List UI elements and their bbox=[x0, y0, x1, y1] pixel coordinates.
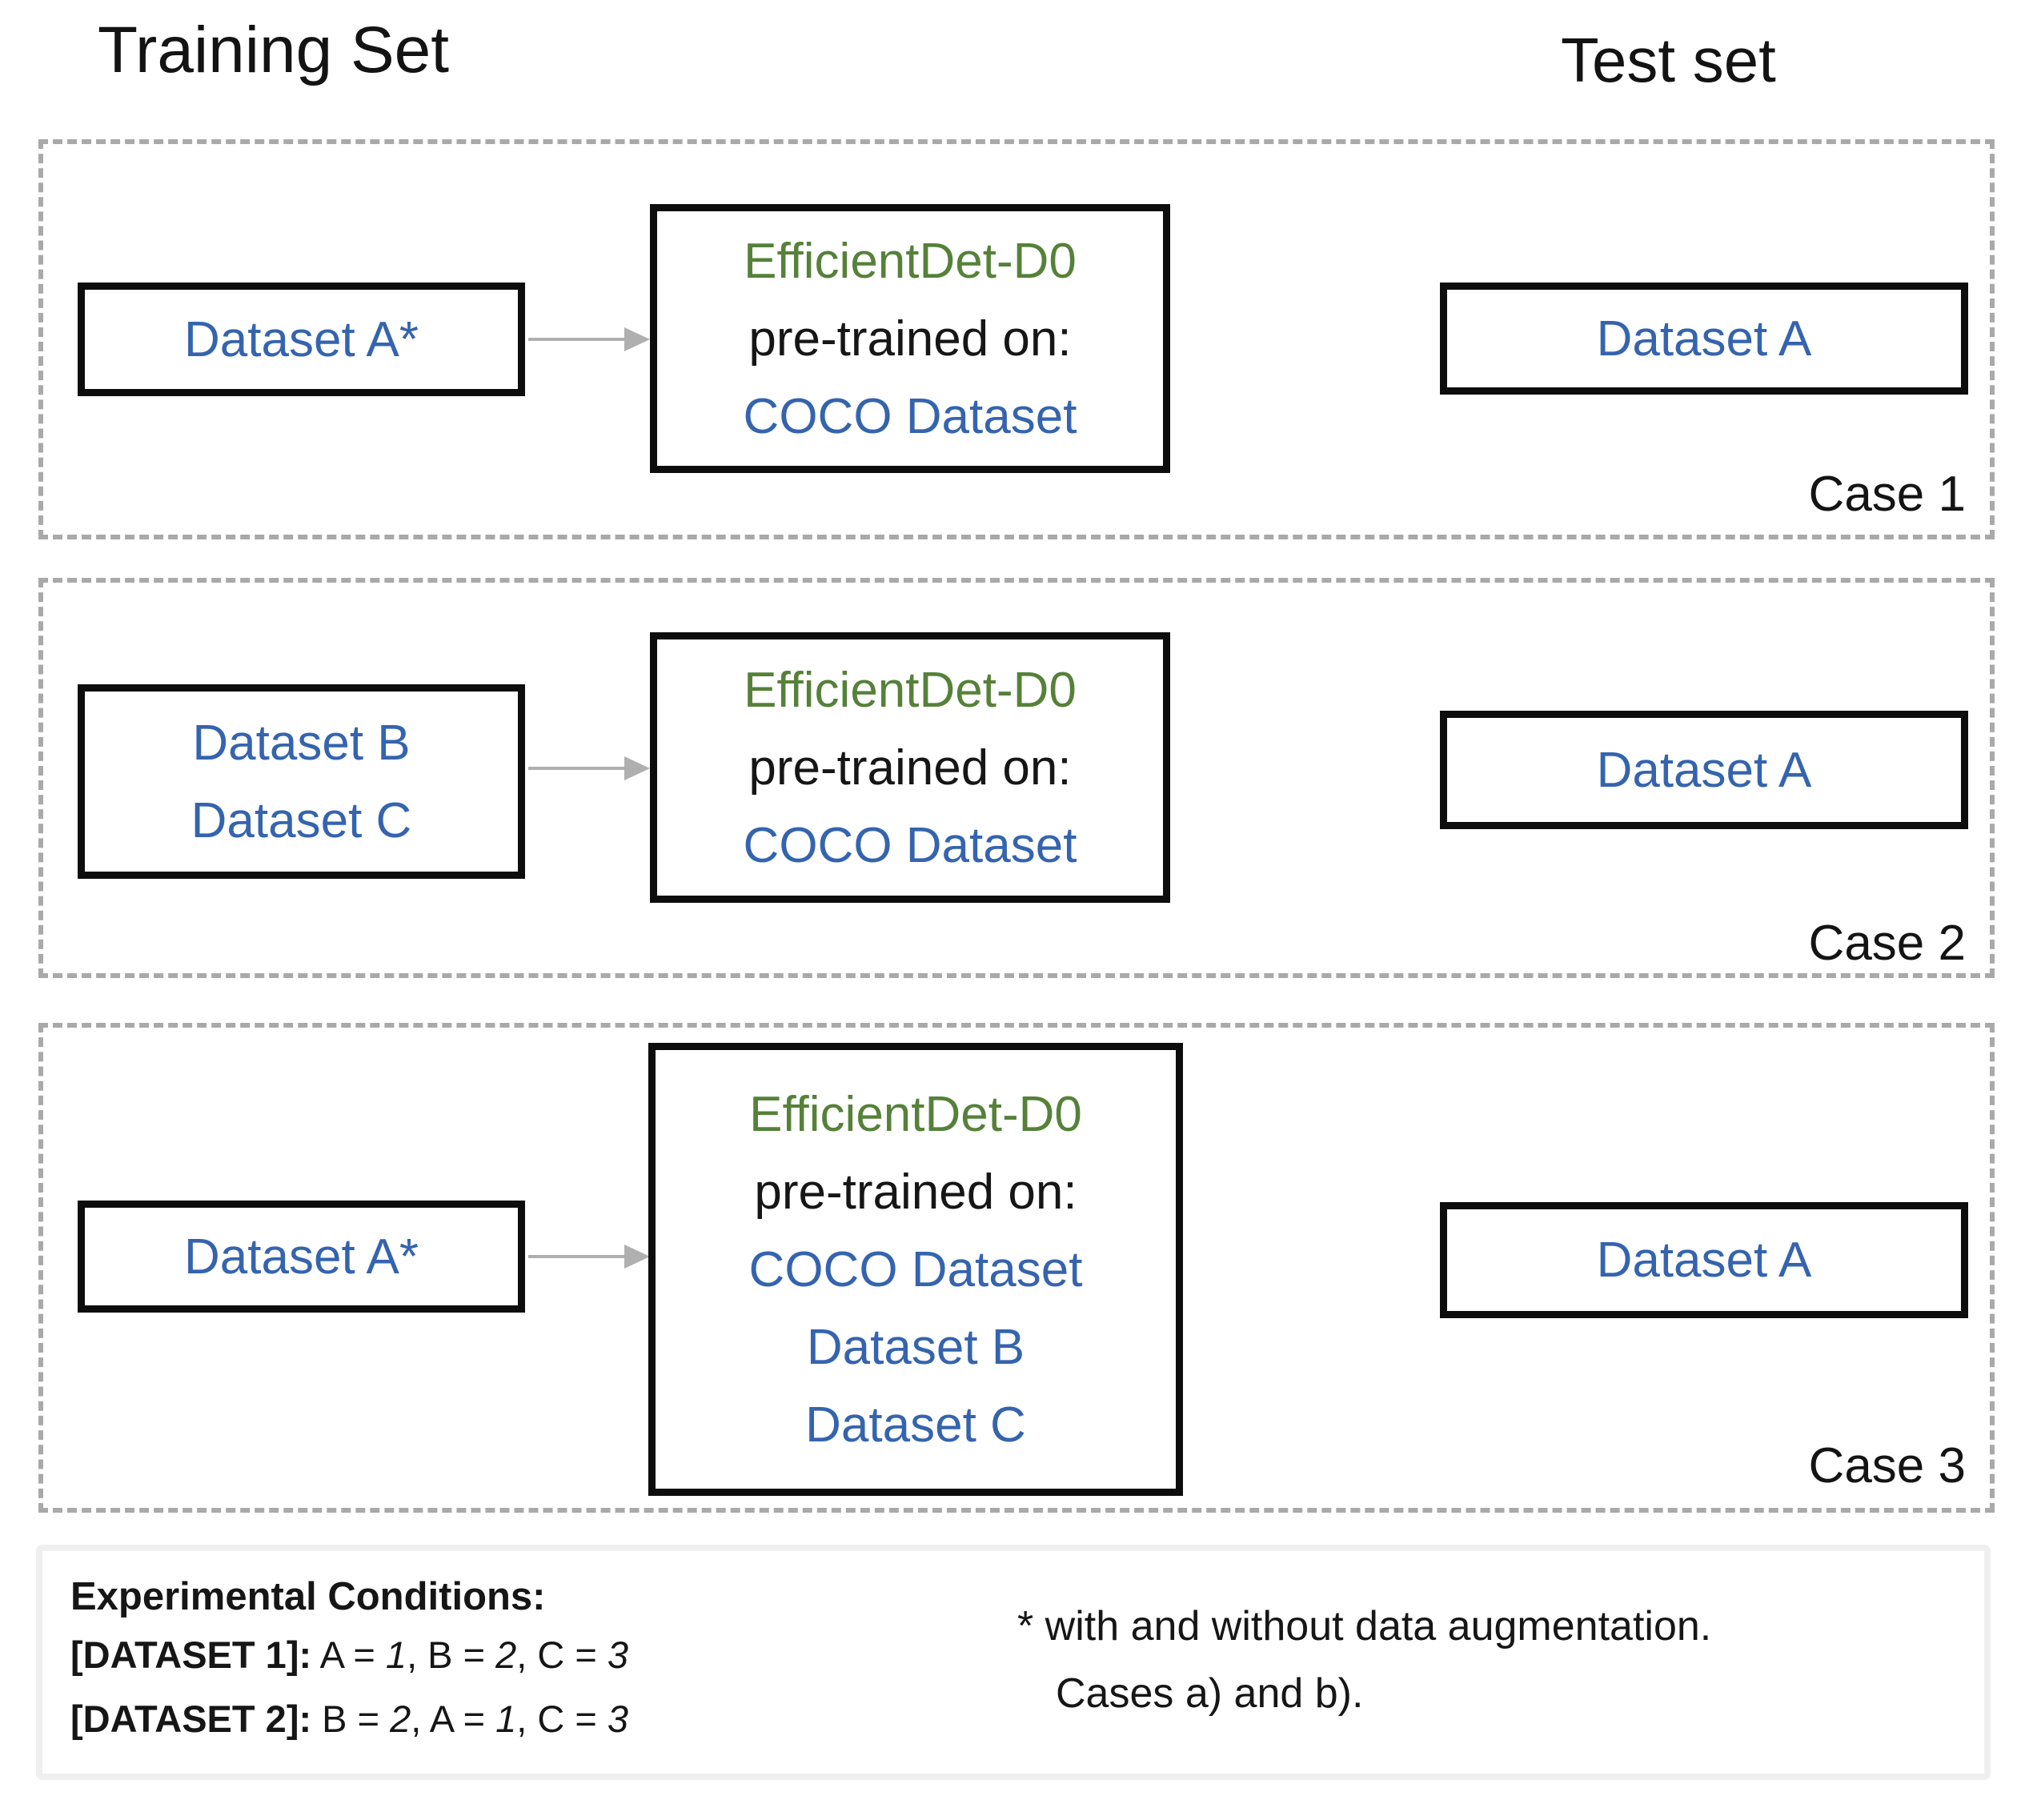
condition-part: 3 bbox=[607, 1698, 628, 1740]
dataset-1-label: [DATASET 1]: bbox=[70, 1634, 312, 1676]
arrow-right-icon bbox=[528, 327, 650, 351]
box-line: Dataset C bbox=[190, 792, 412, 848]
condition-part: , C = bbox=[516, 1634, 608, 1676]
augmentation-note-line: Cases a) and b). bbox=[1056, 1670, 1364, 1717]
condition-part: 1 bbox=[385, 1634, 407, 1676]
case-2-model-box: EfficientDet-D0 pre-trained on: COCO Dat… bbox=[650, 632, 1170, 903]
model-box-line: COCO Dataset bbox=[743, 817, 1077, 873]
augmentation-note-line: * with and without data augmentation. bbox=[1017, 1603, 1712, 1650]
experimental-conditions: Experimental Conditions: [DATASET 1]: A … bbox=[70, 1570, 628, 1751]
model-box-line: pre-trained on: bbox=[748, 311, 1072, 367]
arrow-right-icon bbox=[528, 1245, 650, 1269]
case-1-label: Case 1 bbox=[1808, 467, 1966, 522]
condition-part: , A = bbox=[411, 1698, 496, 1740]
case-1-test-box: Dataset A bbox=[1440, 283, 1968, 395]
case-1-training-box: Dataset A* bbox=[78, 283, 525, 396]
case-1-arrow bbox=[528, 323, 650, 355]
case-2-test-box: Dataset A bbox=[1440, 711, 1968, 829]
box-line: Dataset B bbox=[192, 715, 411, 771]
box-line: Dataset A bbox=[1596, 1233, 1812, 1288]
model-box-line: pre-trained on: bbox=[754, 1164, 1077, 1220]
condition-part: 2 bbox=[495, 1634, 517, 1676]
condition-part: 3 bbox=[607, 1634, 628, 1676]
condition-row: [DATASET 1]: A = 1, B = 2, C = 3 bbox=[70, 1623, 628, 1687]
model-box-line: EfficientDet-D0 bbox=[744, 233, 1077, 289]
model-box-line: EfficientDet-D0 bbox=[744, 662, 1077, 718]
case-3-label: Case 3 bbox=[1808, 1438, 1966, 1493]
model-box-line: pre-trained on: bbox=[748, 740, 1072, 796]
footer-panel: Experimental Conditions: [DATASET 1]: A … bbox=[36, 1545, 1991, 1780]
case-3-arrow bbox=[528, 1241, 650, 1273]
condition-part: , C = bbox=[516, 1698, 608, 1740]
model-box-line: COCO Dataset bbox=[748, 1241, 1083, 1297]
case-2-label: Case 2 bbox=[1808, 916, 1966, 971]
test-set-header: Test set bbox=[1561, 25, 1776, 95]
case-2-training-box: Dataset B Dataset C bbox=[78, 684, 525, 879]
model-box-line: EfficientDet-D0 bbox=[749, 1086, 1082, 1142]
model-box-line: Dataset C bbox=[805, 1397, 1026, 1453]
case-2-container: Dataset B Dataset C EfficientDet-D0 pre-… bbox=[38, 578, 1995, 978]
condition-part: A = bbox=[311, 1634, 386, 1676]
box-line: Dataset A bbox=[1596, 311, 1812, 367]
case-3-test-box: Dataset A bbox=[1440, 1202, 1968, 1318]
case-1-container: Dataset A* EfficientDet-D0 pre-trained o… bbox=[38, 139, 1995, 539]
box-line: Dataset A* bbox=[184, 311, 419, 367]
case-3-model-box: EfficientDet-D0 pre-trained on: COCO Dat… bbox=[648, 1043, 1183, 1496]
case-1-model-box: EfficientDet-D0 pre-trained on: COCO Dat… bbox=[650, 204, 1170, 473]
box-line: Dataset A bbox=[1596, 742, 1812, 798]
dataset-2-label: [DATASET 2]: bbox=[70, 1698, 312, 1740]
case-2-arrow bbox=[528, 752, 650, 784]
augmentation-note: * with and without data augmentation. Ca… bbox=[1017, 1593, 1711, 1727]
condition-part: 1 bbox=[495, 1698, 517, 1740]
condition-part: B = bbox=[311, 1698, 391, 1740]
condition-part: , B = bbox=[407, 1634, 496, 1676]
conditions-title: Experimental Conditions: bbox=[70, 1575, 546, 1618]
training-set-header: Training Set bbox=[98, 14, 450, 86]
case-3-training-box: Dataset A* bbox=[78, 1201, 525, 1313]
condition-part: 2 bbox=[390, 1698, 411, 1740]
box-line: Dataset A* bbox=[184, 1229, 419, 1285]
arrow-right-icon bbox=[528, 756, 650, 780]
model-box-line: Dataset B bbox=[806, 1319, 1025, 1375]
model-box-line: COCO Dataset bbox=[743, 388, 1077, 444]
case-3-container: Dataset A* EfficientDet-D0 pre-trained o… bbox=[38, 1023, 1995, 1513]
condition-row: [DATASET 2]: B = 2, A = 1, C = 3 bbox=[70, 1687, 628, 1751]
